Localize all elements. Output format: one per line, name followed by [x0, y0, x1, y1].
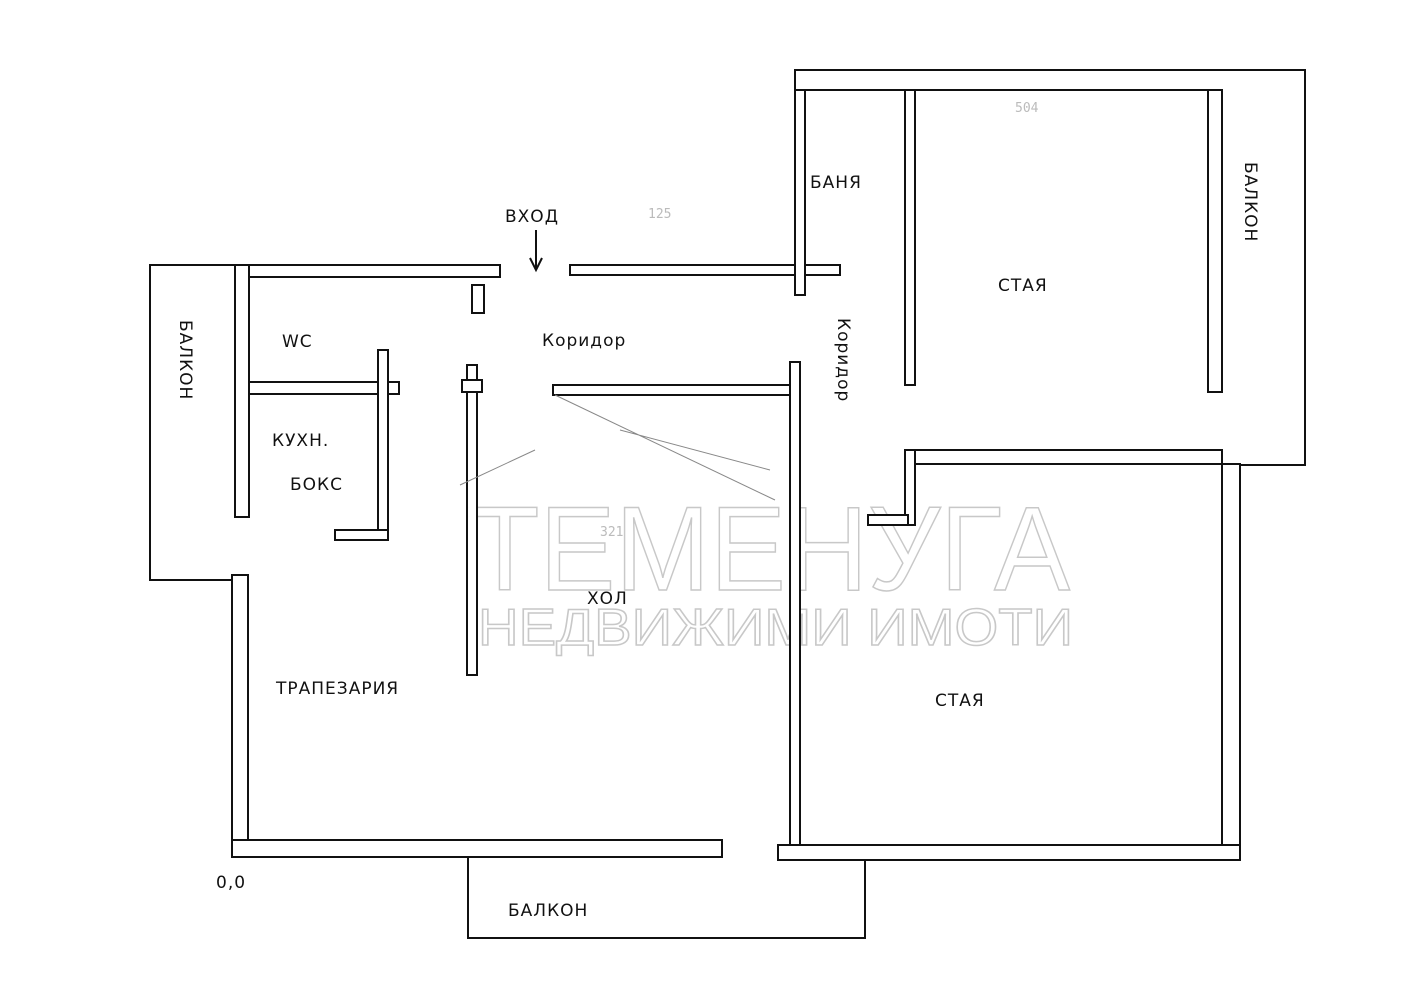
wall-wc-kitchen: [248, 381, 400, 395]
label-corridor: Коридор: [542, 331, 626, 351]
wall-kitchen-right: [377, 349, 389, 541]
watermark: ТЕМЕНУГА НЕДВИЖИМИ ИМОТИ: [469, 481, 1074, 658]
label-balcony-left: БАЛКОН: [175, 320, 195, 400]
wall-kitchen-stub: [334, 529, 389, 541]
label-room-1: СТАЯ: [998, 276, 1048, 296]
label-balcony-right: БАЛКОН: [1240, 162, 1260, 242]
dim-room1-width: 504: [1015, 101, 1039, 116]
dim-entry-width: 125: [648, 207, 671, 222]
right-block-outline: [794, 69, 1306, 466]
label-room-2: СТАЯ: [935, 691, 985, 711]
label-origin: 0,0: [216, 873, 246, 893]
wall-top-left: [234, 264, 501, 278]
wall-living-room2: [789, 361, 801, 848]
wall-room2-bottom: [777, 844, 1241, 861]
wall-bath-left: [794, 89, 806, 296]
dim-living-width: 321: [600, 525, 623, 540]
label-living: ХОЛ: [587, 589, 628, 609]
wall-living-stub: [461, 379, 483, 393]
label-bathroom: БАНЯ: [810, 173, 862, 193]
label-wc: WC: [282, 332, 313, 352]
label-kitchen: КУХН.: [272, 431, 329, 451]
wall-stub-wc: [471, 284, 485, 314]
walls: [149, 69, 1306, 939]
wall-room-balcony: [1207, 89, 1223, 393]
watermark-subtitle: НЕДВИЖИМИ ИМОТИ: [478, 599, 1073, 657]
label-kitchen-box: БОКС: [290, 475, 343, 495]
wall-room2-stub-h: [867, 514, 909, 526]
wall-room2-stub: [904, 449, 916, 526]
balcony-bottom-outline: [467, 857, 866, 939]
wall-dining-left: [231, 574, 249, 858]
wall-living-left: [466, 364, 478, 676]
label-corridor-vertical: Коридор: [833, 318, 853, 402]
room-labels: ВХОД Коридор Коридор БАНЯ СТАЯ БАЛКОН WC…: [175, 162, 1260, 921]
label-balcony-bottom: БАЛКОН: [508, 901, 588, 921]
wall-left-interior: [234, 264, 250, 518]
wall-room2-right: [1221, 463, 1241, 861]
balcony-left-outline: [149, 264, 235, 581]
wall-bath-room: [904, 89, 916, 386]
watermark-brand: ТЕМЕНУГА: [470, 482, 1070, 616]
entrance-arrow-icon: [529, 230, 543, 273]
wall-top-right: [569, 264, 841, 276]
dimension-labels: 504 125 321: [600, 101, 1039, 540]
wall-room2-top: [904, 449, 1223, 465]
wall-dining-bottom: [231, 839, 723, 858]
door-swing-lines: [459, 394, 776, 501]
label-dining: ТРАПЕЗАРИЯ: [275, 679, 399, 699]
label-entrance: ВХОД: [505, 207, 559, 227]
wall-corridor: [552, 384, 796, 396]
